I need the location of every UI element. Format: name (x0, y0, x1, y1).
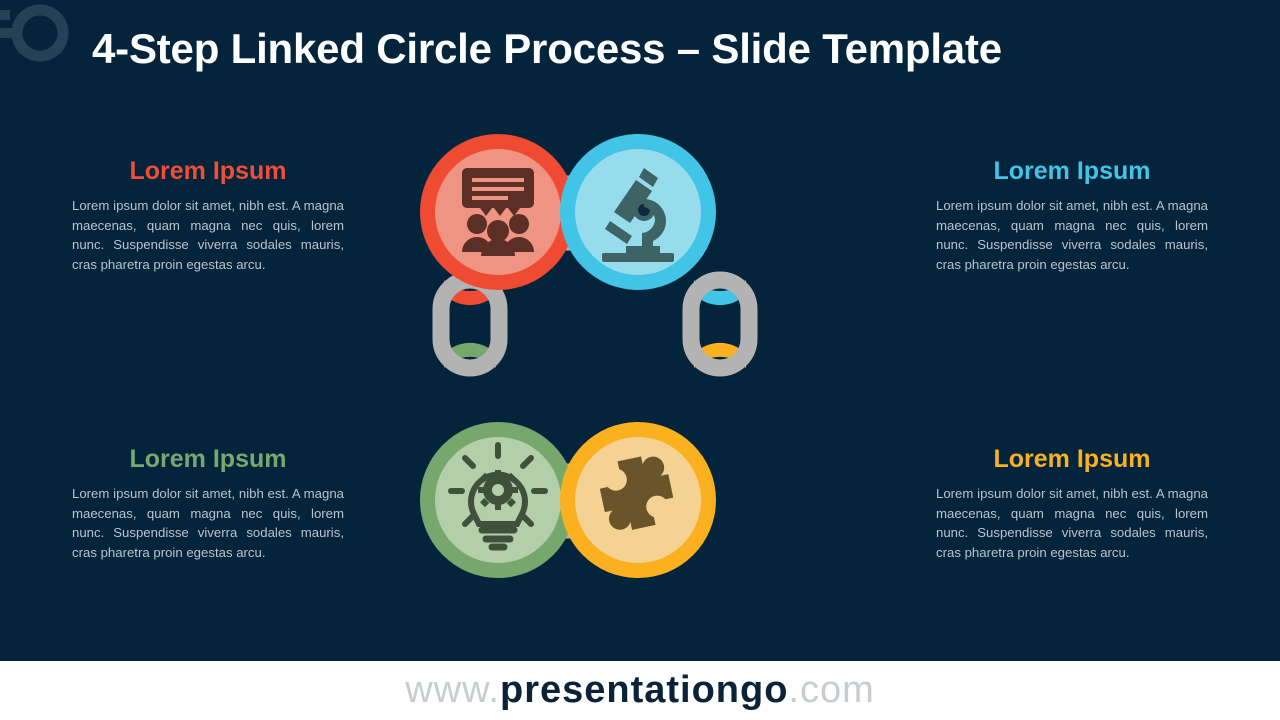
presentationgo-logo-watermark (0, 4, 69, 62)
microscope-icon (602, 168, 674, 262)
connector-right-vertical-top (694, 280, 746, 306)
block-body-bottom-right: Lorem ipsum dolor sit amet, nibh est. A … (936, 486, 1208, 560)
footer-url-prefix: www. (405, 669, 500, 711)
text-block-bottom-right: Lorem Ipsum Lorem ipsum dolor sit amet, … (936, 444, 1208, 562)
block-body-top-right: Lorem ipsum dolor sit amet, nibh est. A … (936, 198, 1208, 272)
text-block-bottom-left: Lorem Ipsum Lorem ipsum dolor sit amet, … (72, 444, 344, 562)
block-heading-top-left: Lorem Ipsum (129, 157, 287, 185)
footer-bar: www.presentationgo.com (0, 661, 1280, 720)
node-bottom-left[interactable] (420, 422, 576, 578)
block-body-bottom-left: Lorem ipsum dolor sit amet, nibh est. A … (72, 486, 344, 560)
footer-url-suffix: .com (788, 669, 875, 711)
connector-left-vertical-bottom (444, 342, 496, 368)
chain-link-gray-right (682, 271, 758, 377)
block-heading-bottom-left: Lorem Ipsum (129, 445, 287, 473)
node-bottom-right[interactable] (560, 422, 716, 578)
connector-left-vertical-top (444, 280, 496, 306)
footer-url-brand: presentationgo (499, 669, 789, 711)
node-top-left[interactable] (420, 134, 576, 290)
puzzle-piece-icon (599, 456, 674, 530)
block-heading-top-right: Lorem Ipsum (993, 157, 1151, 185)
footer-url: www.presentationgo.com (0, 661, 1280, 720)
text-block-top-left: Lorem Ipsum Lorem ipsum dolor sit amet, … (72, 156, 344, 274)
text-block-top-right: Lorem Ipsum Lorem ipsum dolor sit amet, … (936, 156, 1208, 274)
connector-right-vertical-bottom (694, 342, 746, 368)
page-title: 4-Step Linked Circle Process – Slide Tem… (92, 25, 1002, 72)
lightbulb-gear-icon (448, 442, 548, 551)
meeting-presentation-icon (462, 168, 534, 256)
node-top-right[interactable] (560, 134, 716, 290)
block-heading-bottom-right: Lorem Ipsum (993, 445, 1151, 473)
block-body-top-left: Lorem ipsum dolor sit amet, nibh est. A … (72, 198, 344, 272)
linked-circle-process-diagram (420, 134, 758, 578)
